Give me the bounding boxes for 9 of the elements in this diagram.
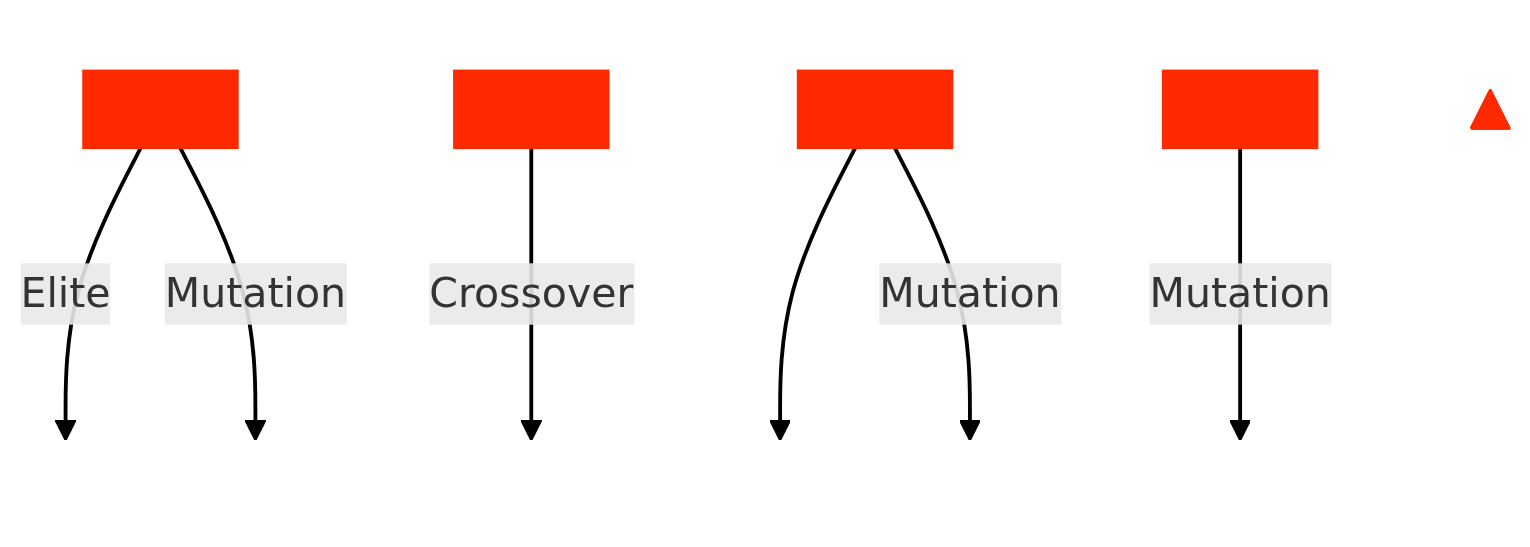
- node-box: [1161, 69, 1319, 150]
- node-box: [82, 69, 239, 150]
- node-box: [453, 69, 610, 150]
- edge-label: Mutation: [879, 268, 1061, 318]
- edge-label: Crossover: [429, 268, 634, 318]
- node-box: [796, 69, 954, 150]
- edge-label: Elite: [20, 268, 111, 318]
- edge-label: Mutation: [1149, 268, 1331, 318]
- edge-label: Mutation: [164, 268, 347, 318]
